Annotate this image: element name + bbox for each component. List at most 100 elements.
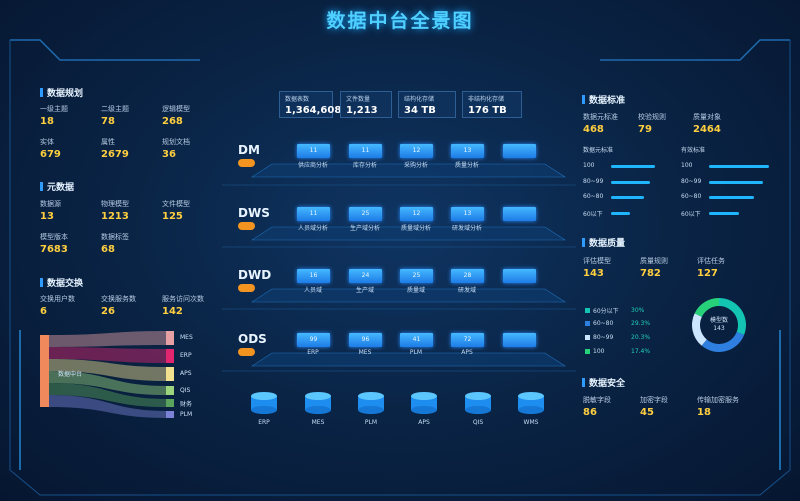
source-cylinder-bottom bbox=[305, 406, 331, 414]
standard-bar bbox=[611, 181, 650, 184]
stat-item: 交换用户数 6 bbox=[40, 294, 75, 317]
stat-value: 6 bbox=[40, 306, 47, 317]
stat-label: 传输加密服务 bbox=[697, 396, 739, 404]
legend-label: 80~99 bbox=[593, 334, 614, 341]
layer-tile: 16 bbox=[297, 269, 330, 283]
source-cylinder-top bbox=[358, 392, 384, 400]
layer-tile-label: 采购分析 bbox=[403, 162, 428, 169]
stat-value: 18 bbox=[40, 116, 54, 127]
center-stat-label: 结构化存储 bbox=[404, 96, 435, 103]
layer-tile: 25 bbox=[400, 269, 433, 283]
section-bar-icon bbox=[582, 237, 585, 247]
stat-label: 评估模型 bbox=[583, 257, 611, 265]
section-bar-icon bbox=[582, 94, 585, 104]
layer-tile: 72 bbox=[451, 333, 484, 347]
sankey-flow bbox=[49, 331, 166, 347]
sankey-flow bbox=[49, 347, 166, 363]
donut-slice bbox=[701, 331, 745, 352]
source-cylinder-bottom bbox=[465, 406, 491, 414]
center-stat-value: 34 TB bbox=[404, 105, 436, 116]
layer-name: ODS bbox=[238, 332, 267, 346]
layer-tile-label: APS bbox=[461, 349, 473, 356]
layer-badge bbox=[238, 159, 255, 167]
layer-tile: 11 bbox=[297, 207, 330, 221]
stat-value: 36 bbox=[162, 149, 176, 160]
standard-bar bbox=[709, 165, 769, 168]
stat-value: 79 bbox=[638, 124, 652, 135]
donut-slice bbox=[694, 298, 719, 317]
layer-stage-platform bbox=[250, 352, 567, 367]
donut-value: 143 bbox=[713, 325, 725, 332]
planning-panel: 数据规划 bbox=[40, 86, 230, 99]
metadata-heading: 元数据 bbox=[40, 180, 230, 193]
layer-tile-label: PLM bbox=[409, 349, 423, 356]
stat-label: 交换用户数 bbox=[40, 295, 75, 303]
source-cylinder-body bbox=[305, 396, 331, 410]
center-stat-label: 文件数量 bbox=[346, 96, 371, 103]
legend-swatch bbox=[585, 335, 590, 340]
sankey-target-node bbox=[166, 411, 174, 418]
sankey-target-node bbox=[166, 399, 174, 407]
source-cylinder-top bbox=[518, 392, 544, 400]
source-cylinder-bottom bbox=[358, 406, 384, 414]
sankey-source-node bbox=[40, 335, 49, 407]
stat-value: 127 bbox=[697, 268, 718, 279]
standard-bar-label: 60以下 bbox=[681, 211, 701, 218]
center-stat-value: 1,364,608 bbox=[285, 105, 342, 116]
exchange-heading: 数据交换 bbox=[40, 276, 230, 289]
layer-name: DWS bbox=[238, 206, 270, 220]
source-cylinder-top bbox=[305, 392, 331, 400]
stat-label: 实体 bbox=[40, 138, 54, 146]
stat-label: 数据元标准 bbox=[583, 113, 618, 121]
layer-stage-platform bbox=[250, 163, 567, 178]
standard-panel: 数据标准 bbox=[582, 93, 772, 106]
standard-bar bbox=[709, 181, 763, 184]
stat-value: 26 bbox=[101, 306, 115, 317]
sankey-flow bbox=[49, 359, 166, 381]
legend-swatch bbox=[585, 321, 590, 326]
layer-tile-label: 供应商分析 bbox=[297, 162, 328, 169]
layer-tile-label: ERP bbox=[307, 349, 319, 356]
layer-tile: 11 bbox=[349, 144, 382, 158]
sankey-target-label: MES bbox=[180, 334, 193, 341]
stat-value: 142 bbox=[162, 306, 183, 317]
sankey-target-label: PLM bbox=[180, 410, 193, 418]
legend-label: 60分以下 bbox=[593, 308, 619, 315]
sankey-target-node bbox=[166, 367, 174, 381]
layer-name: DWD bbox=[238, 268, 272, 282]
quality-heading: 数据质量 bbox=[582, 236, 772, 249]
layer-tile-label: 研发域分析 bbox=[451, 225, 482, 232]
layer-tile-label: 质量域分析 bbox=[400, 225, 431, 232]
layer-tile: 24 bbox=[349, 269, 382, 283]
layer-badge bbox=[238, 284, 255, 292]
stat-value: 78 bbox=[101, 116, 115, 127]
standard-col1-title: 数据元标准 bbox=[583, 147, 614, 154]
layer-tile-label: 质量分析 bbox=[454, 162, 479, 169]
stat-label: 质量对象 bbox=[693, 113, 721, 121]
quality-donut-chart bbox=[692, 298, 746, 352]
stat-label: 评估任务 bbox=[697, 257, 725, 265]
sankey-flow bbox=[49, 383, 166, 407]
stat-item: 评估任务 127 bbox=[697, 256, 725, 279]
standard-col2-title: 有效标准 bbox=[681, 147, 706, 154]
stat-label: 二级主题 bbox=[101, 105, 129, 113]
stat-value: 86 bbox=[583, 407, 597, 418]
stat-label: 物理模型 bbox=[101, 200, 129, 208]
layer-tile bbox=[503, 269, 536, 283]
donut-slice bbox=[719, 298, 746, 335]
source-label: PLM bbox=[364, 419, 378, 426]
layer-tile: 12 bbox=[400, 207, 433, 221]
source-cylinder-bottom bbox=[411, 406, 437, 414]
